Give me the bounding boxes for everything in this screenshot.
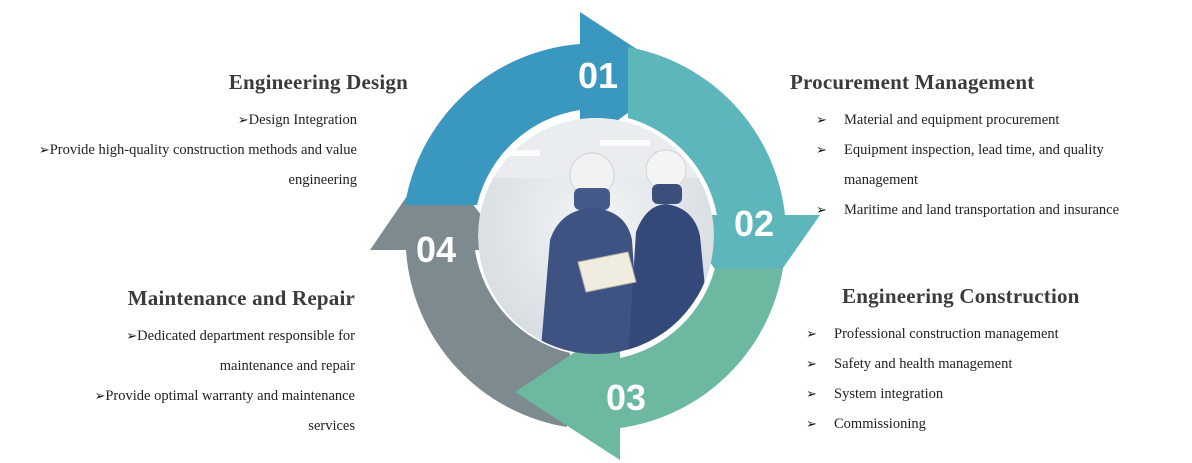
step-04-arrow (370, 155, 570, 427)
step-02-number: 02 (734, 203, 774, 244)
step-04-number: 04 (416, 229, 456, 270)
arrow-bullet-icon: ➢ (816, 142, 827, 157)
list-item: ➢Material and equipment procurement (816, 105, 1168, 135)
step-03-arrow (515, 268, 783, 460)
step-01-arrow (405, 12, 678, 205)
step-02-arrow (628, 47, 820, 318)
step-03-number: 03 (606, 377, 646, 418)
list-item: ➢Safety and health management (806, 349, 1146, 379)
arrow-bullet-icon: ➢ (38, 142, 50, 157)
arrow-bullet-icon: ➢ (126, 328, 138, 343)
arrow-bullet-icon: ➢ (806, 326, 817, 341)
list-item: ➢Maritime and land transportation and in… (816, 195, 1168, 225)
arrow-bullet-icon: ➢ (816, 202, 827, 217)
list-item: ➢Dedicated department responsible for ma… (40, 321, 355, 381)
panel-title: Procurement Management (790, 70, 1035, 94)
panel-maintenance-repair: Maintenance and Repair ➢Dedicated depart… (0, 286, 355, 441)
arrow-bullet-icon: ➢ (94, 388, 106, 403)
list-item: ➢Commissioning (806, 409, 1146, 439)
panel-title: Engineering Construction (842, 284, 1080, 308)
list-item: ➢System integration (806, 379, 1146, 409)
arrow-bullet-icon: ➢ (806, 416, 817, 431)
arrow-bullet-icon: ➢ (806, 356, 817, 371)
arrow-bullet-icon: ➢ (816, 112, 827, 127)
panel-title: Engineering Design (228, 70, 408, 94)
panel-engineering-construction: Engineering Construction ➢Professional c… (806, 284, 1176, 439)
list-item: ➢Provide high-quality construction metho… (0, 135, 357, 195)
list-item: ➢Design Integration (0, 105, 357, 135)
arrow-bullet-icon: ➢ (806, 386, 817, 401)
panel-engineering-design: Engineering Design ➢Design Integration ➢… (0, 70, 408, 195)
cycle-diagram: 01 02 03 04 (360, 0, 840, 463)
panel-title: Maintenance and Repair (127, 286, 355, 310)
panel-procurement-management: Procurement Management ➢Material and equ… (790, 70, 1180, 225)
list-item: ➢Equipment inspection, lead time, and qu… (816, 135, 1168, 195)
arrow-bullet-icon: ➢ (237, 112, 249, 127)
list-item: ➢Provide optimal warranty and maintenanc… (40, 381, 355, 441)
list-item: ➢Professional construction management (806, 319, 1146, 349)
step-01-number: 01 (578, 55, 618, 96)
